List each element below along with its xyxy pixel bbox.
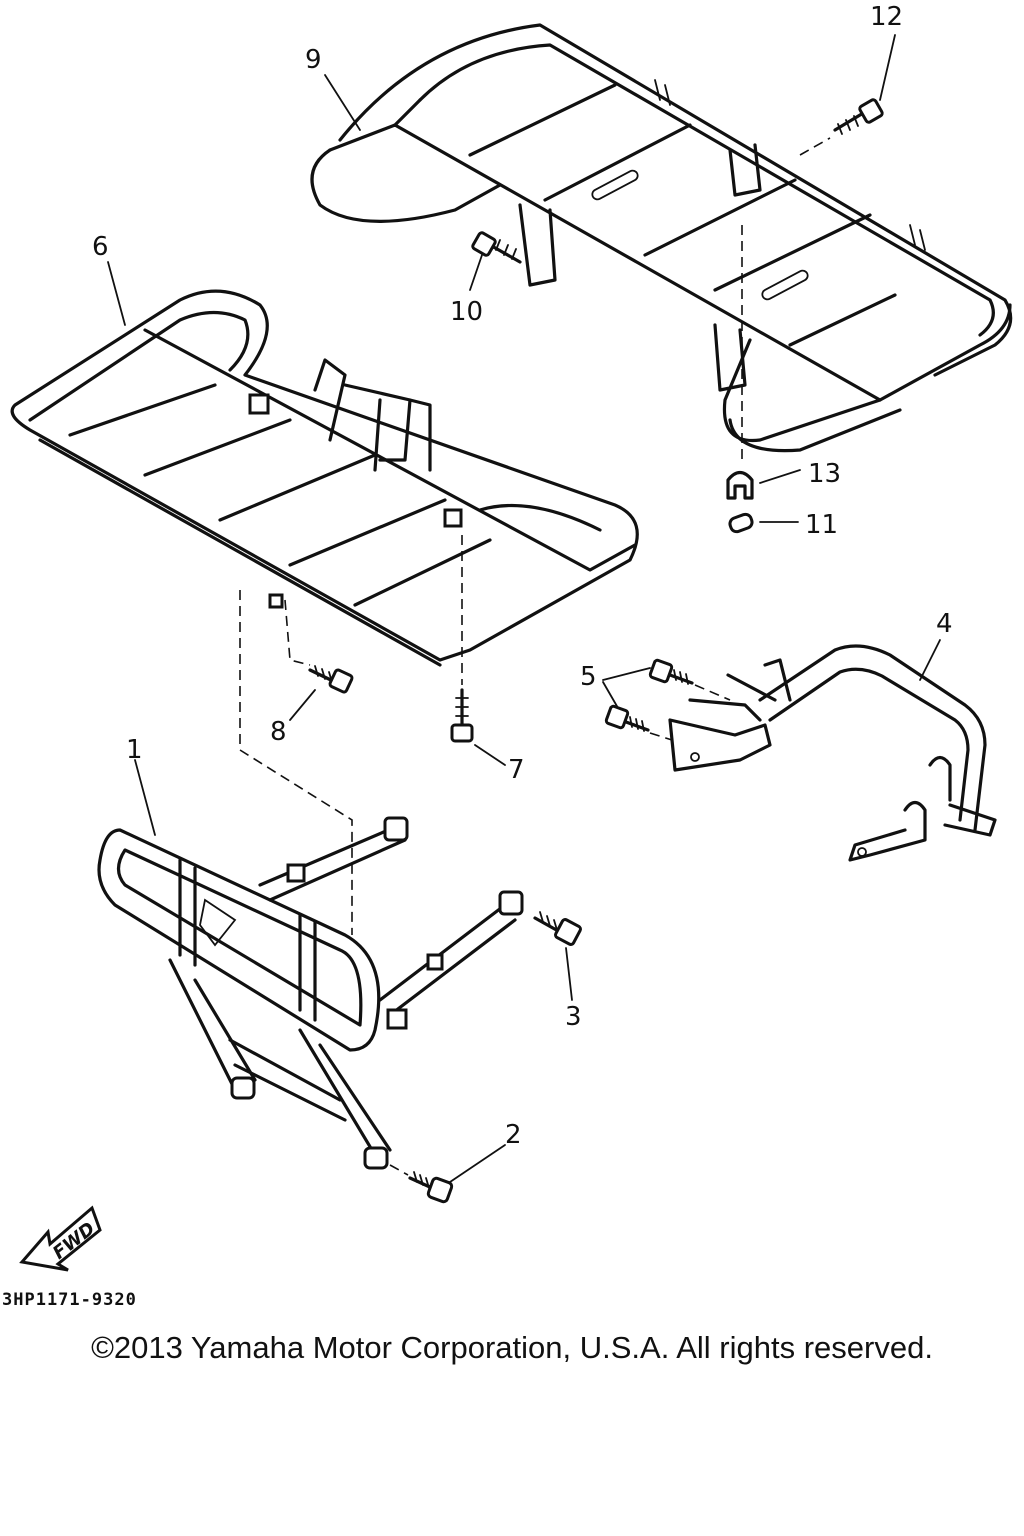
callout-9: 9 — [305, 45, 322, 75]
leader-4 — [919, 639, 941, 681]
bolt-12 — [799, 34, 896, 156]
copyright-notice: ©2013 Yamaha Motor Corporation, U.S.A. A… — [91, 1330, 933, 1365]
diagram-code: 3HP1171-9320 — [2, 1290, 137, 1310]
callout-4: 4 — [936, 609, 953, 639]
bolt-10 — [469, 231, 522, 291]
leader-1 — [134, 759, 156, 836]
callout-1: 1 — [126, 735, 143, 765]
front-carrier — [10, 289, 639, 667]
rear-guard — [668, 644, 997, 862]
clip-13 — [726, 225, 801, 500]
callout-2: 2 — [505, 1120, 522, 1150]
nut-11 — [728, 512, 799, 534]
callout-10: 10 — [450, 297, 483, 327]
leader-frame-front-carrier — [239, 590, 353, 935]
leader-6 — [107, 261, 126, 326]
bolts-5 — [602, 658, 731, 741]
bolt-3 — [533, 911, 582, 1001]
callout-12: 12 — [870, 2, 903, 32]
callout-6: 6 — [92, 232, 109, 262]
leader-9 — [324, 74, 361, 131]
fwd-arrow-icon: FWD — [19, 1205, 102, 1272]
callout-3: 3 — [565, 1002, 582, 1032]
rear-carrier — [310, 23, 1013, 453]
callout-5: 5 — [580, 662, 597, 692]
callout-7: 7 — [508, 755, 525, 785]
bolt-8 — [284, 599, 354, 721]
callout-13: 13 — [808, 459, 841, 489]
bolt-7 — [450, 535, 506, 766]
bolt-2 — [389, 1144, 506, 1204]
front-frame — [97, 816, 524, 1170]
callout-11: 11 — [805, 510, 838, 540]
callout-8: 8 — [270, 717, 287, 747]
